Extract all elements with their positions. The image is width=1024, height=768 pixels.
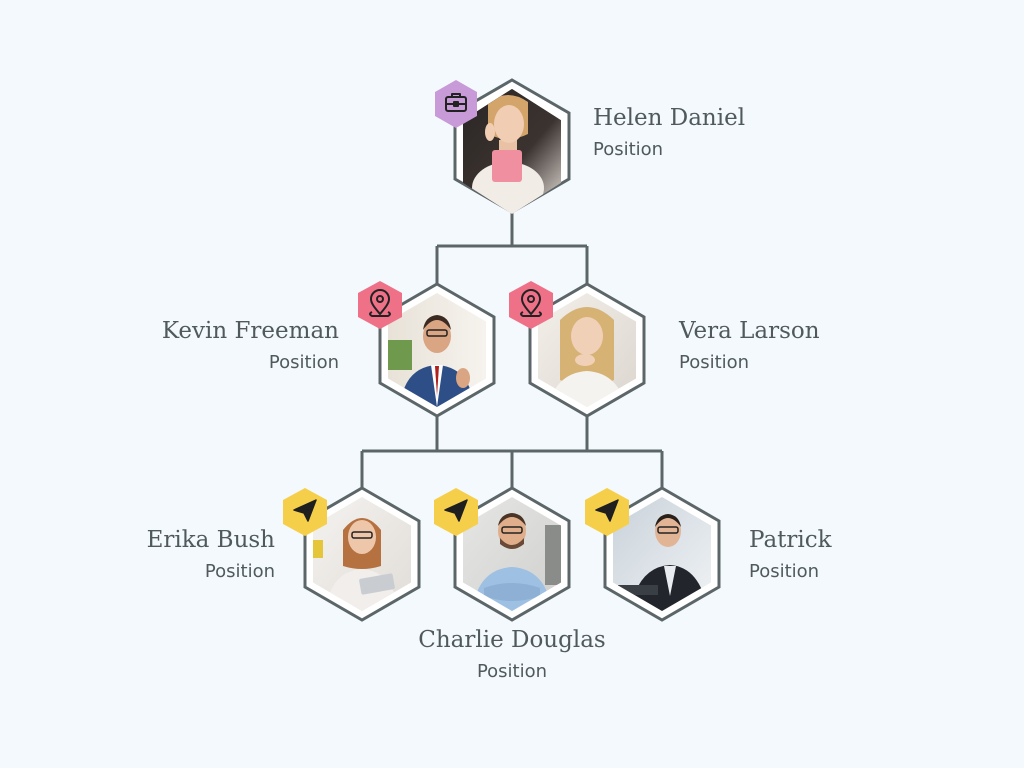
location-pin-icon (520, 289, 542, 317)
person-node-erika-bush[interactable]: Erika Bush Position (147, 486, 421, 622)
badge-send (585, 488, 629, 536)
person-node-patrick[interactable]: Patrick Position (585, 486, 833, 622)
person-name: Charlie Douglas (418, 627, 605, 653)
person-node-vera-larson[interactable]: Vera Larson Position (509, 281, 820, 418)
badge-briefcase (435, 80, 477, 128)
paper-plane-icon (293, 499, 317, 522)
person-name: Patrick (749, 527, 833, 553)
person-position: Position (679, 352, 749, 373)
briefcase-icon (445, 93, 467, 112)
person-name: Erika Bush (147, 527, 276, 553)
connector-lines (360, 206, 664, 493)
person-node-kevin-freeman[interactable]: Kevin Freeman Position (162, 281, 496, 418)
location-pin-icon (369, 289, 391, 317)
person-position: Position (749, 561, 819, 582)
person-name: Helen Daniel (593, 105, 745, 131)
paper-plane-icon (595, 499, 619, 522)
paper-plane-icon (444, 499, 468, 522)
badge-send (283, 488, 327, 536)
badge-send (434, 488, 478, 536)
person-position: Position (269, 352, 339, 373)
person-name: Vera Larson (678, 318, 820, 344)
badge-location (509, 281, 553, 329)
badge-location (358, 281, 402, 329)
person-position: Position (205, 561, 275, 582)
person-position: Position (477, 661, 547, 682)
person-node-helen-daniel[interactable]: Helen Daniel Position (435, 78, 745, 214)
person-node-charlie-douglas[interactable]: Charlie Douglas Position (418, 486, 606, 682)
person-name: Kevin Freeman (162, 318, 339, 344)
person-position: Position (593, 139, 663, 160)
